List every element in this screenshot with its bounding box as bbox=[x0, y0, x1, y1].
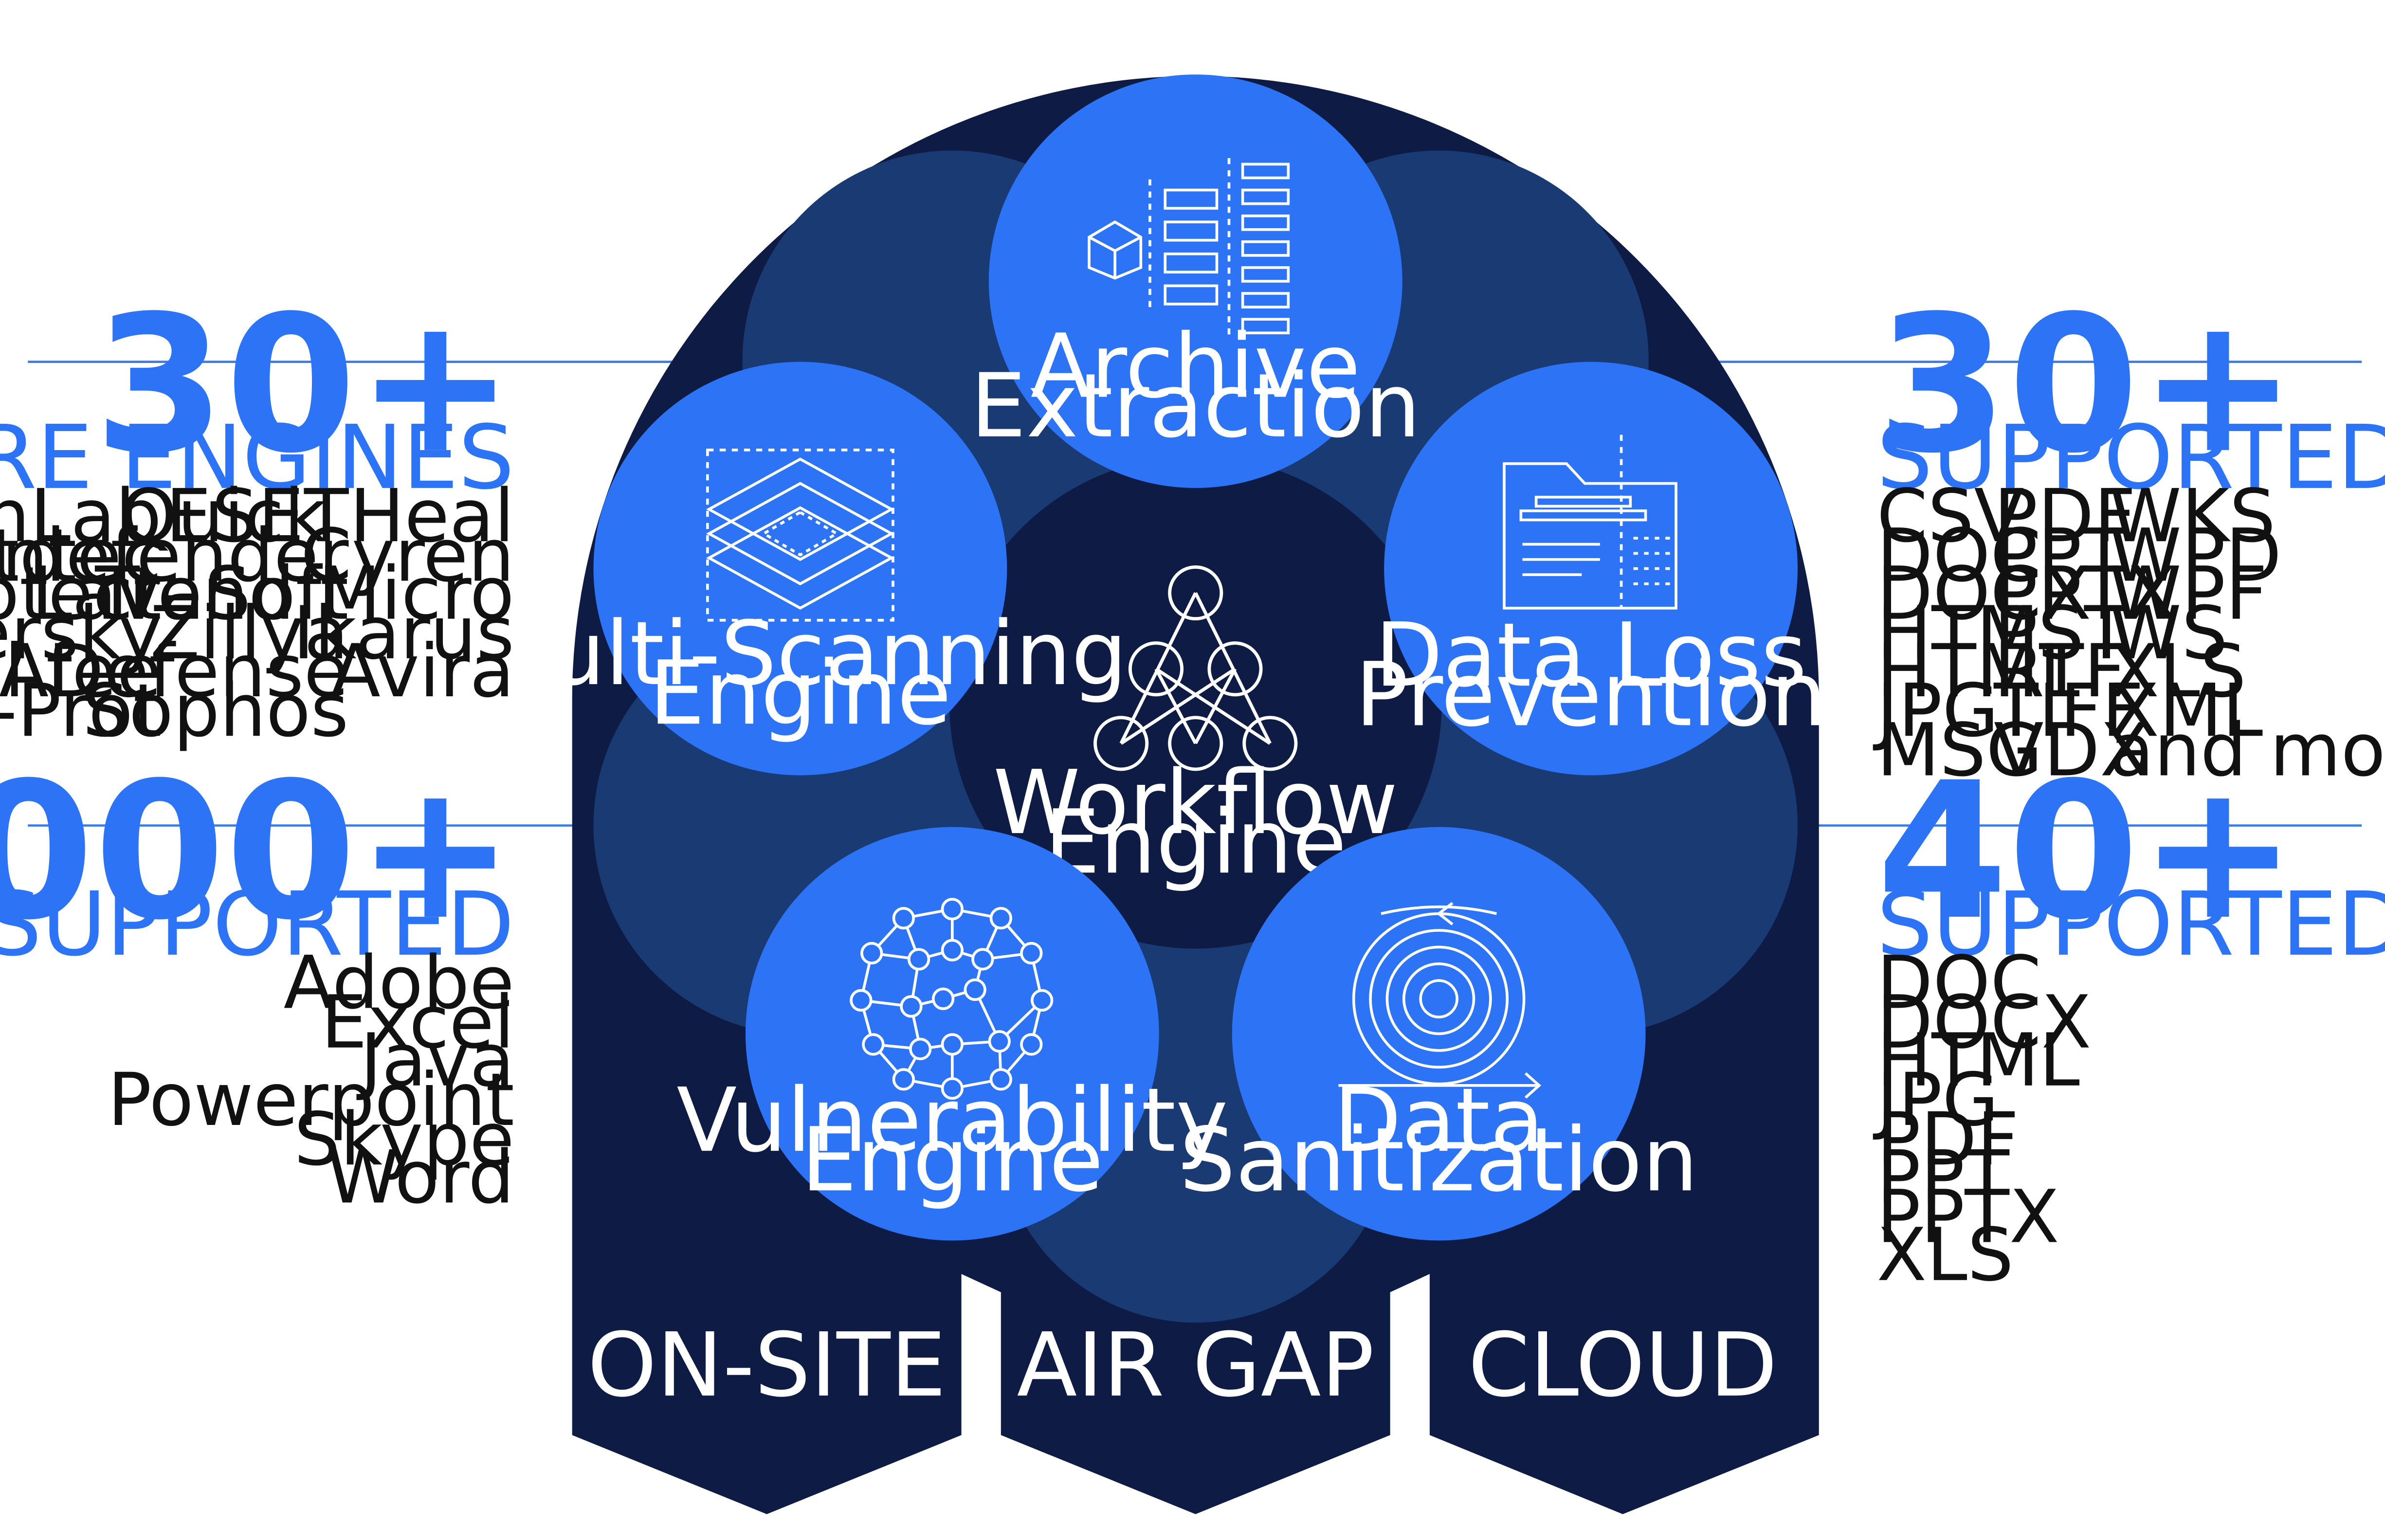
file-type: WKS bbox=[2110, 474, 2276, 559]
file-type: XLS bbox=[2110, 629, 2246, 714]
data-loss-prevention-node: Data Loss Prevention bbox=[1355, 362, 1827, 776]
file-types-count-top: 30+ bbox=[1876, 275, 2297, 495]
vulnerability-label-2: Engine bbox=[801, 1108, 1103, 1211]
engine-name: Total Defense bbox=[0, 629, 348, 714]
engine-name: Quick Heal bbox=[120, 474, 514, 559]
file-type: and more... bbox=[2110, 708, 2385, 793]
archive-icon bbox=[1088, 158, 1290, 338]
deployment-onsite: ON-SITE bbox=[587, 1314, 946, 1416]
archive-label-1: Archive bbox=[1031, 315, 1361, 417]
application-name: Powerpoint bbox=[108, 1058, 514, 1142]
multi-scanning-label-1: Multi-Scanning bbox=[473, 602, 1127, 705]
engine-name: F-Prot bbox=[0, 669, 162, 753]
application-name: Skype bbox=[294, 1097, 514, 1182]
workflow-label-1: Workflow bbox=[993, 751, 1398, 854]
file-type: HTML bbox=[1876, 629, 2079, 714]
file-types-title-top: SUPPORTED FILE TYPES bbox=[1876, 406, 2385, 509]
archive-extraction-node: Archive Extraction bbox=[970, 74, 1420, 488]
file-type: RTF bbox=[1994, 629, 2126, 714]
file-type: MSG bbox=[1876, 708, 2042, 793]
engine-name: Avira bbox=[330, 629, 514, 714]
file-type: PPTX bbox=[1994, 552, 2176, 636]
engine-name: Kaspersky bbox=[0, 591, 162, 676]
multi-scan-icon bbox=[706, 449, 894, 622]
file-type: PDF bbox=[1994, 474, 2136, 559]
application-name: Adobe bbox=[284, 941, 514, 1025]
file-type: JPG bbox=[1873, 1058, 1999, 1142]
deployment-airgap: AIR GAP bbox=[1017, 1314, 1374, 1416]
multi-scanning-label-2: Engine bbox=[649, 642, 951, 744]
file-type: XLS bbox=[1876, 1213, 2013, 1298]
file-types-panel-bottom: 40+ SUPPORTED FILE TYPES DOC DOCX HTML J… bbox=[1873, 742, 2385, 1298]
file-type: WPD bbox=[2110, 514, 2282, 598]
anti-malware-title: ANTI-MALWARE ENGINES bbox=[0, 406, 514, 509]
multi-scanning-node: Multi-Scanning Engine bbox=[473, 362, 1127, 776]
file-type: DOC bbox=[1876, 514, 2041, 598]
file-type: PPT bbox=[1994, 514, 2127, 598]
file-type: PST bbox=[1994, 591, 2130, 676]
file-types-panel-top: 30+ SUPPORTED FILE TYPES CSV DOC DOCX HT… bbox=[1873, 275, 2385, 793]
engine-name: nProtect bbox=[0, 552, 162, 636]
application-name: Java bbox=[356, 1018, 514, 1103]
anti-malware-count: 30+ bbox=[94, 275, 514, 495]
file-type: DOCX bbox=[1876, 552, 2091, 636]
sanitization-label-1: Data bbox=[1333, 1069, 1544, 1172]
engine-name: Ikarus bbox=[293, 591, 514, 676]
dlp-label-2: Prevention bbox=[1355, 643, 1827, 746]
file-types-count-bottom: 40+ bbox=[1876, 742, 2297, 961]
engine-name: Symantec bbox=[0, 514, 162, 598]
file-type: HTM bbox=[1876, 591, 2039, 676]
workflow-label-2: Engine bbox=[1044, 791, 1347, 893]
applications-panel: 20,000+ APPLICATIONS SUPPORTED Adobe Exc… bbox=[0, 742, 514, 1220]
engine-name: AhnLab bbox=[0, 474, 162, 559]
file-type: PDF bbox=[1876, 1097, 2019, 1182]
file-type: DOC bbox=[1876, 941, 2041, 1025]
file-type: CSV bbox=[1876, 474, 2024, 559]
application-name: Word bbox=[327, 1135, 514, 1220]
vulnerability-label-1: Vulnerability bbox=[676, 1069, 1228, 1172]
application-name: Excel bbox=[321, 980, 514, 1065]
engine-name: LavaSoft bbox=[31, 552, 348, 636]
file-type: PPTX bbox=[1876, 1175, 2059, 1260]
file-type: TIFF bbox=[1993, 669, 2144, 753]
workflow-engine-circle bbox=[949, 456, 1442, 949]
engine-name: Zillya bbox=[150, 591, 348, 676]
engine-name: Trend Micro bbox=[94, 552, 514, 636]
sanitization-spiral-icon bbox=[1338, 902, 1542, 1099]
workflow-icon bbox=[1093, 565, 1298, 771]
file-type: VDX bbox=[1994, 708, 2150, 793]
file-type: DOCX bbox=[1876, 980, 2091, 1065]
archive-label-2: Extraction bbox=[970, 355, 1420, 457]
file-type: WS bbox=[2110, 591, 2228, 676]
engine-name: Sophos bbox=[82, 669, 348, 753]
applications-title: APPLICATIONS SUPPORTED bbox=[0, 873, 514, 976]
file-type: PPT bbox=[1876, 1135, 2010, 1220]
applications-count: 20,000+ bbox=[0, 742, 514, 961]
file-types-title-bottom: SUPPORTED FILE TYPES bbox=[1876, 873, 2385, 976]
sanitization-label-2: Sanitization bbox=[1180, 1108, 1698, 1211]
file-type: JPG bbox=[1873, 669, 1999, 753]
engine-name: ESET bbox=[165, 474, 349, 559]
file-type: WPF bbox=[2110, 552, 2268, 636]
data-sanitization-node: Data Sanitization bbox=[1180, 827, 1698, 1241]
file-type: HTML bbox=[1876, 1018, 2079, 1103]
engine-name: Cyren bbox=[301, 514, 514, 598]
vulnerability-engine-node: Vulnerability Engine bbox=[676, 827, 1228, 1241]
engine-name: McAfee bbox=[0, 629, 162, 714]
deployment-cloud: CLOUD bbox=[1468, 1314, 1778, 1416]
anti-malware-panel: 30+ ANTI-MALWARE ENGINES AhnLab Symantec… bbox=[0, 275, 514, 753]
vulnerability-network-icon bbox=[850, 898, 1054, 1100]
file-type: XML bbox=[2110, 669, 2263, 753]
engine-name: Bitdefender bbox=[0, 514, 349, 598]
dlp-label-1: Data Loss bbox=[1375, 604, 1807, 707]
dlp-document-icon bbox=[1503, 435, 1677, 610]
